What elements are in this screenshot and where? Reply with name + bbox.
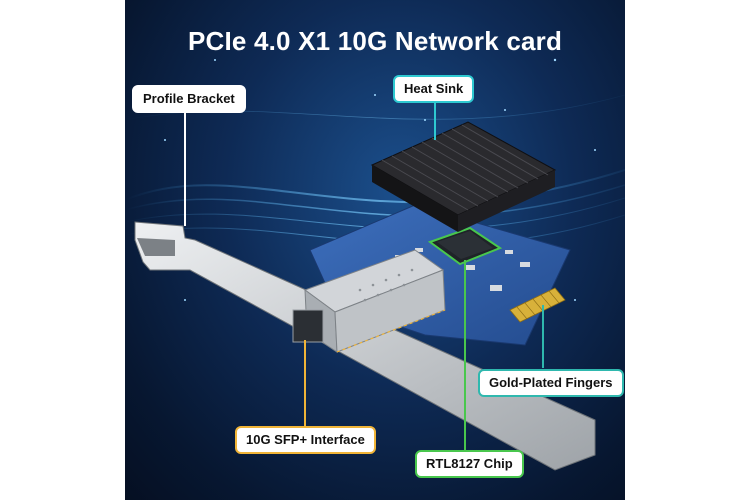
chip-shape: [427, 226, 503, 266]
profile-bracket-shape: [134, 221, 596, 471]
chip-label: RTL8127 Chip: [415, 450, 524, 478]
page-title: PCIe 4.0 X1 10G Network card: [187, 26, 563, 56]
network-card-illustration: [125, 58, 625, 471]
heat-sink-label: Heat Sink: [393, 75, 475, 103]
sfp-interface-label: 10G SFP+ Interface: [235, 426, 376, 454]
gold-fingers-label: Gold-Plated Fingers: [478, 369, 624, 397]
sfp-cage-shape: [292, 249, 446, 353]
background-dots: [164, 58, 596, 301]
gold-fingers-shape: [509, 287, 566, 323]
heat-sink-shape: [370, 121, 557, 232]
product-image-panel: PCIe 4.0 X1 10G Network card Profile Bra…: [125, 0, 625, 500]
profile-bracket-label: Profile Bracket: [132, 85, 246, 113]
